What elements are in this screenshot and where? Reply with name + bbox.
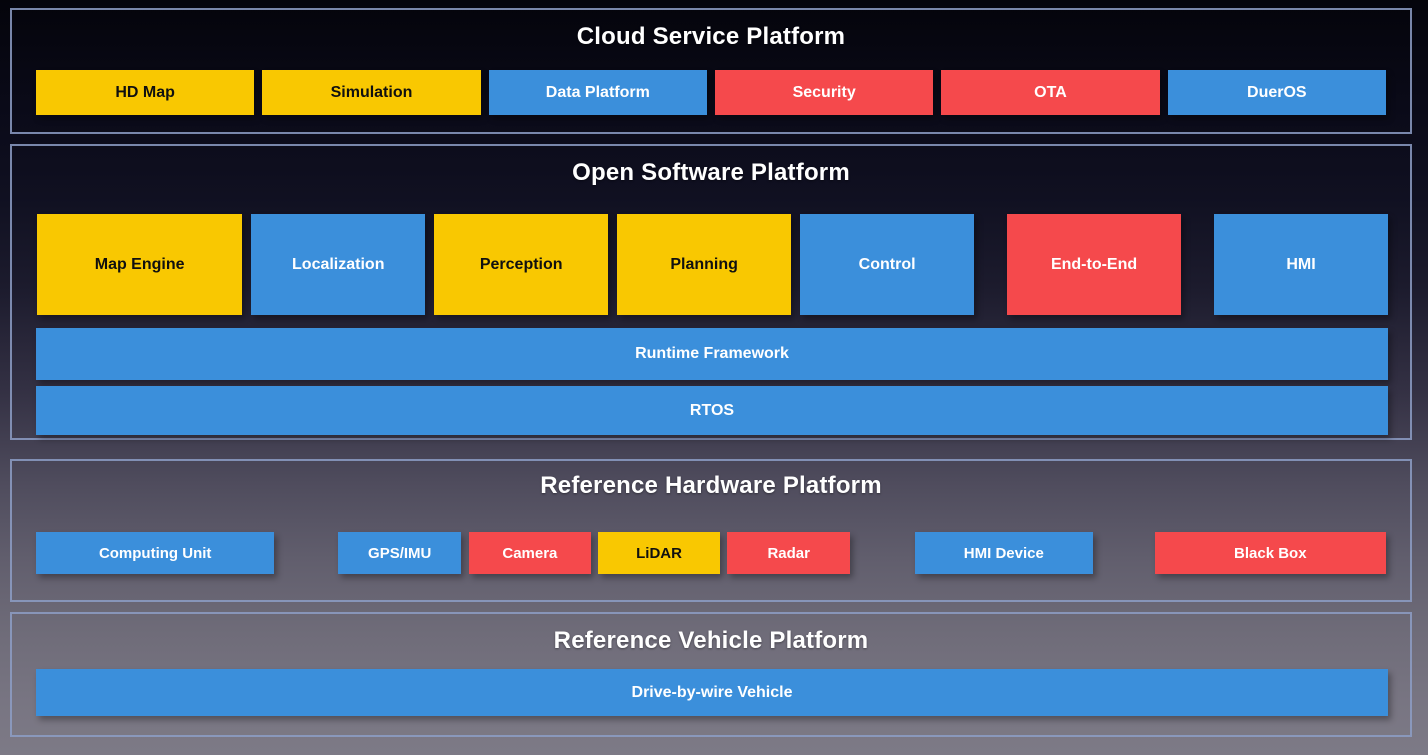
section-cloud-service-platform: Cloud Service Platform HD Map Simulation…: [10, 8, 1412, 134]
block-dueros: DuerOS: [1167, 70, 1386, 115]
block-localization: Localization: [251, 214, 426, 315]
hardware-section-title: Reference Hardware Platform: [540, 472, 882, 499]
block-lidar: LiDAR: [597, 532, 721, 574]
bar-rtos: RTOS: [36, 386, 1388, 435]
block-black-box: Black Box: [1154, 532, 1386, 574]
section-reference-hardware-platform: Reference Hardware Platform Computing Un…: [10, 459, 1412, 602]
block-camera: Camera: [469, 532, 591, 574]
hardware-blocks-row: Computing Unit GPS/IMU Camera LiDAR Rada…: [12, 532, 1410, 574]
block-computing-unit: Computing Unit: [36, 532, 275, 574]
cloud-section-title: Cloud Service Platform: [576, 23, 846, 50]
section-reference-vehicle-platform: Reference Vehicle Platform Drive-by-wire…: [10, 612, 1412, 737]
block-radar: Radar: [727, 532, 851, 574]
bar-runtime-framework: Runtime Framework: [36, 328, 1388, 380]
section-open-software-platform: Open Software Platform Map Engine Locali…: [10, 144, 1412, 440]
block-hmi: HMI: [1214, 214, 1388, 315]
block-data-platform: Data Platform: [488, 70, 707, 115]
block-hd-map: HD Map: [36, 70, 255, 115]
software-modules-row: Map Engine Localization Perception Plann…: [12, 214, 1410, 315]
cloud-blocks-row: HD Map Simulation Data Platform Security…: [12, 70, 1410, 115]
block-ota: OTA: [941, 70, 1160, 115]
software-section-title: Open Software Platform: [572, 159, 850, 186]
block-hmi-device: HMI Device: [915, 532, 1093, 574]
block-planning: Planning: [617, 214, 792, 315]
block-control: Control: [800, 214, 975, 315]
bar-drive-by-wire-vehicle: Drive-by-wire Vehicle: [36, 669, 1388, 716]
block-perception: Perception: [434, 214, 609, 315]
block-gps-imu: GPS/IMU: [338, 532, 462, 574]
vehicle-section-title: Reference Vehicle Platform: [553, 627, 869, 654]
block-map-engine: Map Engine: [37, 214, 243, 315]
block-security: Security: [714, 70, 934, 115]
block-simulation: Simulation: [262, 70, 481, 115]
block-end-to-end: End-to-End: [1007, 214, 1182, 315]
